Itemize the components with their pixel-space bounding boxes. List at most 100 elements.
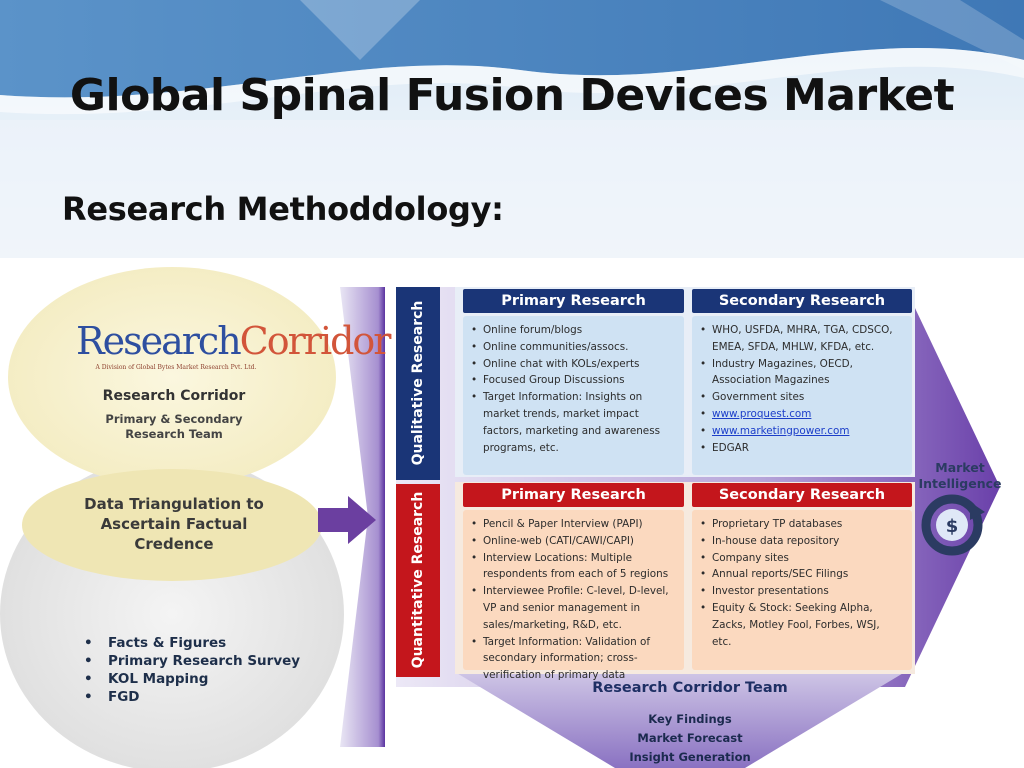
team-line-2: Research Team — [125, 427, 223, 441]
source-link-item[interactable]: www.marketingpower.com — [700, 423, 904, 440]
triangulation-line-1: Data Triangulation to — [84, 495, 264, 513]
quant-primary-list: Pencil & Paper Interview (PAPI) Online-we… — [471, 516, 676, 684]
item-text: In-house data repository — [712, 534, 840, 547]
item-text: Target Information: Insights on — [483, 391, 643, 404]
list-item: Online chat with KOLs/experts — [471, 356, 676, 373]
market-intelligence-line-1: Market — [935, 460, 985, 475]
list-item: Interview Locations: Multiple respondents… — [471, 550, 676, 584]
list-item: Target Information: Insights on market tr… — [471, 389, 676, 456]
list-item: Proprietary TP databases — [700, 516, 904, 533]
qualitative-side-bar — [396, 287, 440, 480]
list-item: Investor presentations — [700, 583, 904, 600]
item-text: Interview Locations: Multiple — [483, 551, 633, 564]
quant-primary-header: Primary Research — [463, 483, 684, 507]
list-item: Annual reports/SEC Filings — [700, 566, 904, 583]
item-text: Online communities/assocs. — [483, 340, 629, 353]
left-bullet-list: Facts & FiguresPrimary Research SurveyKO… — [84, 634, 300, 706]
logo-tagline: A Division of Global Bytes Market Resear… — [95, 364, 257, 371]
item-text: etc. — [712, 635, 732, 648]
team-line-1: Primary & Secondary — [105, 412, 243, 426]
item-text: Association Magazines — [712, 374, 830, 387]
item-text: secondary information; cross- — [483, 652, 638, 665]
list-item: Target Information: Validation of seconda… — [471, 634, 676, 684]
cream-circle — [8, 267, 336, 487]
triangulation-lens — [22, 469, 322, 581]
slide-subtitle: Research Methoddology: — [62, 190, 504, 228]
item-text: Interviewee Profile: C-level, D-level, — [483, 585, 669, 598]
item-text: market trends, market impact — [483, 407, 639, 420]
item-text: Government sites — [712, 391, 805, 404]
link-text[interactable]: www.marketingpower.com — [712, 424, 850, 437]
market-intelligence-label: Market Intelligence — [904, 460, 1016, 492]
bottom-funnel — [455, 672, 905, 768]
item-text: respondents from each of 5 regions — [483, 568, 669, 581]
list-item: Government sites — [700, 389, 904, 406]
item-text: Proprietary TP databases — [712, 518, 843, 530]
left-bullet-item: Facts & Figures — [84, 634, 300, 652]
item-text: Zacks, Motley Fool, Forbes, WSJ, — [712, 618, 880, 631]
qual-secondary-box: WHO, USFDA, MHRA, TGA, CDSCO,EMEA, SFDA,… — [692, 316, 912, 475]
left-bullet-item: KOL Mapping — [84, 670, 300, 688]
item-text: Online forum/blogs — [483, 324, 583, 336]
qualitative-label: Qualitative Research — [410, 300, 426, 466]
list-item: Company sites — [700, 550, 904, 567]
qual-secondary-list: WHO, USFDA, MHRA, TGA, CDSCO,EMEA, SFDA,… — [700, 322, 904, 456]
item-text: Equity & Stock: Seeking Alpha, — [712, 601, 873, 614]
item-text: Annual reports/SEC Filings — [712, 568, 849, 581]
market-intelligence-line-2: Intelligence — [918, 476, 1002, 491]
item-text: Online chat with KOLs/experts — [483, 357, 640, 370]
purple-arrow — [318, 496, 376, 544]
list-item: EDGAR — [700, 440, 904, 457]
team-name: Research Corridor — [102, 388, 246, 404]
list-item: WHO, USFDA, MHRA, TGA, CDSCO,EMEA, SFDA,… — [700, 322, 904, 356]
item-text: verification of primary data — [483, 669, 626, 682]
slide-header: Global Spinal Fusion Devices Market Rese… — [0, 0, 1024, 258]
qual-primary-header: Primary Research — [463, 289, 684, 313]
list-item: Pencil & Paper Interview (PAPI) — [471, 516, 676, 533]
link-text[interactable]: www.proquest.com — [712, 407, 812, 420]
list-item: Online-web (CATI/CAWI/CAPI) — [471, 533, 676, 550]
logo-word-corridor: Corridor — [239, 319, 392, 363]
item-text: VP and senior management in — [483, 601, 641, 614]
left-bullet-item: FGD — [84, 688, 300, 706]
item-text: EDGAR — [712, 441, 749, 454]
list-item: Focused Group Discussions — [471, 372, 676, 389]
quant-primary-box: Pencil & Paper Interview (PAPI) Online-we… — [463, 510, 684, 681]
methodology-diagram: $ ResearchCorridor A Division of Global … — [0, 262, 1024, 768]
header-wave-background — [0, 0, 1024, 258]
qual-secondary-header: Secondary Research — [692, 289, 912, 313]
triangulation-line-2: Ascertain Factual — [100, 515, 248, 533]
research-team-label: Research Corridor Team — [592, 680, 788, 696]
item-text: Focused Group Discussions — [483, 374, 625, 387]
dollar-glyph: $ — [946, 516, 959, 537]
list-item: Industry Magazines, OECD, Association Mag… — [700, 356, 904, 390]
research-corridor-logo: ResearchCorridor A Division of Global By… — [76, 319, 391, 371]
left-bullet-item: Primary Research Survey — [84, 652, 300, 670]
output-insight-generation: Insight Generation — [629, 750, 751, 764]
team-description: Primary & Secondary Research Team — [70, 412, 278, 442]
list-item: Online communities/assocs. — [471, 339, 676, 356]
dollar-cycle-ring — [921, 494, 983, 556]
qual-primary-list: Online forum/blogsOnline communities/ass… — [471, 322, 676, 456]
quant-secondary-list: Proprietary TP databasesIn-house data re… — [700, 516, 904, 650]
source-link-item[interactable]: www.proquest.com — [700, 406, 904, 423]
item-text: Pencil & Paper Interview (PAPI) — [483, 518, 643, 530]
quantitative-side-bar — [396, 484, 440, 677]
left-chevron-arrow — [340, 287, 385, 747]
list-item: Interviewee Profile: C-level, D-level, VP… — [471, 583, 676, 633]
quant-secondary-header: Secondary Research — [692, 483, 912, 507]
output-market-forecast: Market Forecast — [637, 731, 743, 745]
item-text: programs, etc. — [483, 441, 559, 454]
list-item: In-house data repository — [700, 533, 904, 550]
qual-primary-box: Online forum/blogsOnline communities/ass… — [463, 316, 684, 475]
item-text: Target Information: Validation of — [483, 635, 651, 648]
triangulation-text: Data Triangulation to Ascertain Factual … — [60, 494, 288, 554]
logo-word-research: Research — [76, 319, 242, 363]
slide-title: Global Spinal Fusion Devices Market — [69, 70, 955, 121]
item-text: EMEA, SFDA, MHLW, KFDA, etc. — [712, 340, 875, 353]
item-text: Investor presentations — [712, 585, 829, 598]
triangulation-line-3: Credence — [134, 535, 214, 553]
quant-secondary-box: Proprietary TP databasesIn-house data re… — [692, 510, 912, 670]
item-text: factors, marketing and awareness — [483, 424, 661, 437]
item-text: Industry Magazines, OECD, — [712, 357, 853, 370]
